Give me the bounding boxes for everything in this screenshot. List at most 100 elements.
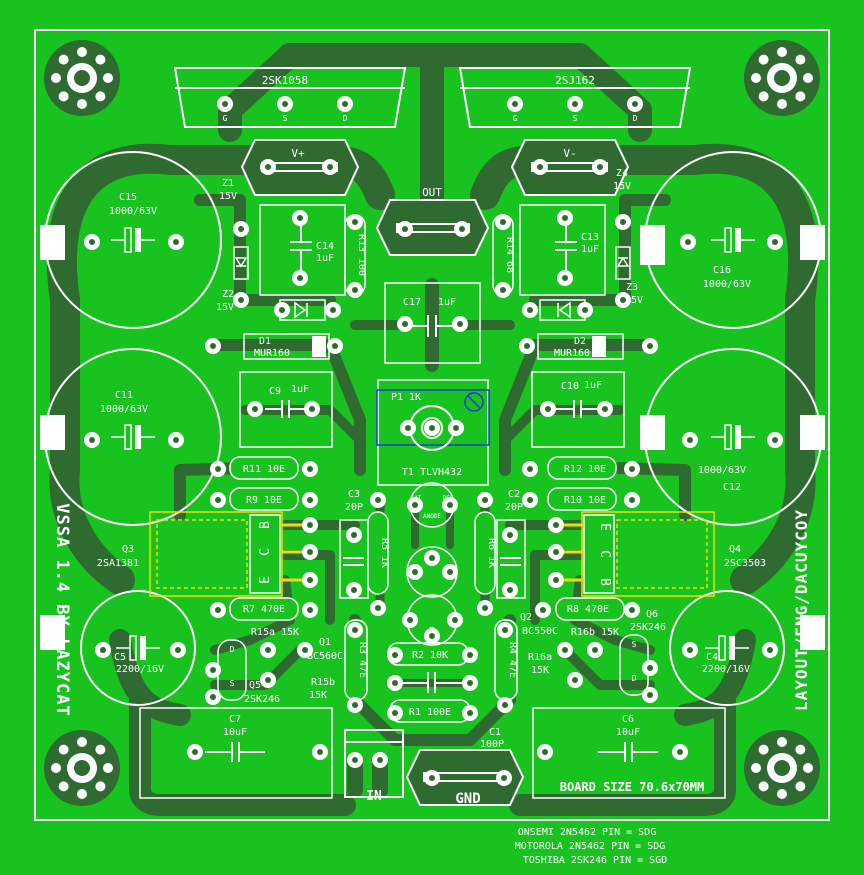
solder-pad-7 (84, 234, 100, 250)
q5-val: 2SK246 (244, 694, 280, 705)
mounting-hole-via (95, 781, 106, 792)
pad-drill (582, 307, 588, 313)
solder-pad-86 (535, 602, 551, 618)
pad-drill (457, 321, 463, 327)
pad-drill (412, 502, 418, 508)
solder-pad-77 (448, 420, 464, 436)
solder-pad-90 (557, 642, 573, 658)
q4-val: 2SC3503 (724, 558, 766, 569)
zener-bodies (233, 246, 631, 280)
pad-drill (215, 466, 221, 472)
z3-ref: Z3 (626, 282, 638, 293)
pad-drill (629, 607, 635, 613)
solder-pad-20 (322, 159, 338, 175)
solder-pad-8 (168, 234, 184, 250)
c12-ref: C12 (723, 482, 741, 493)
solder-pad-48 (304, 401, 320, 417)
solder-pad-15 (95, 642, 111, 658)
r12-label: R12 10E (564, 464, 606, 475)
pad-drill (351, 587, 357, 593)
pad-drill (553, 549, 559, 555)
solder-pad-56 (302, 492, 318, 508)
solder-pad-94 (347, 622, 363, 638)
c15-val: 1000/63V (109, 206, 157, 217)
r10-label: R10 10E (564, 495, 606, 506)
solder-pad-81 (402, 612, 418, 628)
c16-cap (644, 151, 822, 329)
z4-ref: Z4 (616, 168, 628, 179)
mounting-hole-drill (74, 760, 90, 776)
pad-drill (392, 710, 398, 716)
r15b-label: R15b (311, 677, 335, 688)
d2-band (592, 336, 606, 357)
pad-drill (429, 775, 435, 781)
q3-pin-b: B (258, 521, 273, 529)
c11-ref: C11 (115, 390, 133, 401)
pad-drill (330, 307, 336, 313)
c17-ref: C17 (403, 297, 421, 308)
pad-drill (685, 239, 691, 245)
q5-pin-d: D (230, 645, 235, 654)
solder-pad-85 (302, 602, 318, 618)
solder-pad-16 (170, 642, 186, 658)
solder-pad-44 (642, 338, 658, 354)
solder-pad-110 (187, 744, 203, 760)
r15a-label: R15a 15K (251, 627, 299, 638)
mounting-hole-via (803, 73, 813, 83)
q4-pin-c: C (597, 550, 612, 558)
r3-label: R3 47E (357, 642, 368, 678)
d2-ref: D2 (574, 336, 586, 347)
pad-drill (527, 497, 533, 503)
pad-drill (500, 287, 506, 293)
solder-pad-84 (210, 602, 226, 618)
mosfet-left-pin-s: S (283, 114, 288, 123)
solder-pad-95 (347, 697, 363, 713)
pad-drill (572, 101, 578, 107)
mounting-hole-via (758, 91, 769, 102)
solder-pad-61 (477, 492, 493, 508)
pad-drill (352, 287, 358, 293)
pad-drill (307, 522, 313, 528)
solder-pad-38 (325, 302, 341, 318)
r16a-label: R16a (528, 652, 552, 663)
solder-pad-12 (168, 432, 184, 448)
c1-val: 100P (480, 739, 504, 750)
q6-ref: Q6 (646, 609, 658, 620)
solder-pad-66 (548, 517, 564, 533)
pad-drill (629, 466, 635, 472)
pad-drill (545, 406, 551, 412)
pad-drill (407, 617, 413, 623)
solder-pad-82 (447, 612, 463, 628)
pad-drill (297, 275, 303, 281)
pad-drill (392, 680, 398, 686)
c10-val: 1uF (584, 380, 602, 391)
pad-drill (562, 215, 568, 221)
solder-pad-1 (217, 96, 233, 112)
pad-drill (279, 307, 285, 313)
solder-pad-104 (205, 662, 221, 678)
mounting-hole-via (758, 54, 769, 65)
pad-drill (553, 577, 559, 583)
mounting-hole-via (51, 73, 61, 83)
q4-ref: Q4 (729, 544, 741, 555)
terminal-in (344, 729, 404, 798)
solder-pad-25 (292, 210, 308, 226)
d1-val: MUR160 (254, 348, 290, 359)
pad-drill (687, 647, 693, 653)
z1-val: 15V (219, 191, 237, 202)
note-line-2: MOTOROLA 2N5462 PIN = SDG (515, 841, 666, 852)
c5-cap (80, 590, 196, 706)
board-outline (34, 29, 830, 821)
terminal-vplus-label: V+ (291, 147, 305, 160)
pad-drill (89, 239, 95, 245)
solder-pad-115 (496, 770, 512, 786)
solder-pad-98 (387, 647, 403, 663)
solder-pad-19 (260, 159, 276, 175)
solder-pad-46 (452, 316, 468, 332)
solder-pad-40 (577, 302, 593, 318)
c11-plate-neg (135, 425, 141, 449)
pad-drill (453, 425, 459, 431)
c15-cap (44, 151, 222, 329)
q2-val: BC550C (522, 626, 558, 637)
mounting-hole-via (777, 737, 787, 747)
